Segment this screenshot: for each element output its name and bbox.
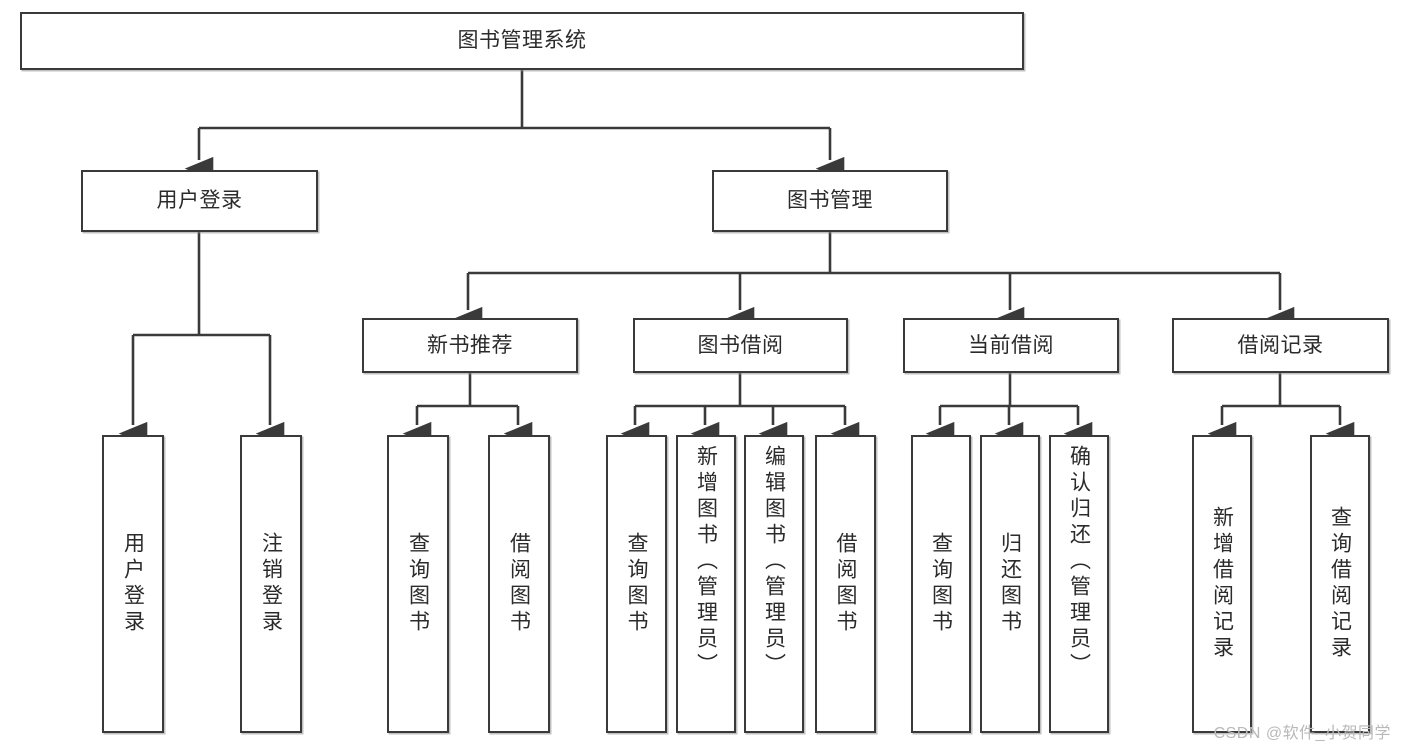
leaf-borrow-query-book-label: 查询图书 (625, 532, 649, 636)
node-book-management[interactable]: 图书管理 (712, 170, 948, 232)
leaf-borrow-add-book-admin-label: 新增图书（管理员） (694, 445, 718, 679)
leaf-new-book-borrow[interactable]: 借阅图书 (488, 435, 550, 733)
node-current-borrow-label: 当前借阅 (968, 333, 1054, 357)
node-root-system[interactable]: 图书管理系统 (20, 12, 1024, 70)
leaf-new-book-query[interactable]: 查询图书 (387, 435, 449, 733)
node-user-login-label: 用户登录 (156, 189, 243, 213)
node-new-book-recommend-label: 新书推荐 (427, 333, 513, 357)
leaf-borrow-borrow-book-label: 借阅图书 (834, 532, 858, 636)
leaf-record-add-label: 新增借阅记录 (1210, 506, 1234, 662)
leaf-user-login-signin-label: 用户登录 (121, 532, 145, 636)
node-borrow-record[interactable]: 借阅记录 (1172, 318, 1389, 373)
leaf-current-confirm-return-admin[interactable]: 确认归还（管理员） (1049, 435, 1109, 733)
leaf-user-login-signin[interactable]: 用户登录 (102, 435, 164, 733)
node-user-login[interactable]: 用户登录 (81, 170, 318, 232)
node-current-borrow[interactable]: 当前借阅 (903, 318, 1119, 373)
node-root-system-label: 图书管理系统 (457, 29, 587, 53)
leaf-current-return-book-label: 归还图书 (998, 532, 1022, 636)
leaf-current-confirm-return-admin-label: 确认归还（管理员） (1067, 445, 1091, 679)
node-new-book-recommend[interactable]: 新书推荐 (362, 318, 578, 373)
leaf-new-book-query-label: 查询图书 (406, 532, 430, 636)
watermark-text: CSDN @软件_小贺同学 (1213, 725, 1391, 742)
node-book-borrow[interactable]: 图书借阅 (633, 318, 848, 373)
leaf-record-add[interactable]: 新增借阅记录 (1192, 435, 1252, 733)
leaf-record-query-label: 查询借阅记录 (1328, 506, 1352, 662)
node-borrow-record-label: 借阅记录 (1237, 333, 1324, 357)
leaf-current-return-book[interactable]: 归还图书 (980, 435, 1040, 733)
leaf-current-query-book[interactable]: 查询图书 (911, 435, 971, 733)
node-book-borrow-label: 图书借阅 (697, 333, 784, 357)
leaf-user-login-signout-label: 注销登录 (259, 532, 283, 636)
leaf-user-login-signout[interactable]: 注销登录 (240, 435, 302, 733)
leaf-borrow-borrow-book[interactable]: 借阅图书 (815, 435, 876, 733)
leaf-borrow-add-book-admin[interactable]: 新增图书（管理员） (676, 435, 736, 733)
leaf-current-query-book-label: 查询图书 (929, 532, 953, 636)
leaf-record-query[interactable]: 查询借阅记录 (1310, 435, 1370, 733)
leaf-borrow-edit-book-admin-label: 编辑图书（管理员） (762, 445, 786, 679)
node-book-management-label: 图书管理 (787, 189, 873, 213)
leaf-new-book-borrow-label: 借阅图书 (507, 532, 531, 636)
leaf-borrow-query-book[interactable]: 查询图书 (606, 435, 667, 733)
leaf-borrow-edit-book-admin[interactable]: 编辑图书（管理员） (744, 435, 804, 733)
